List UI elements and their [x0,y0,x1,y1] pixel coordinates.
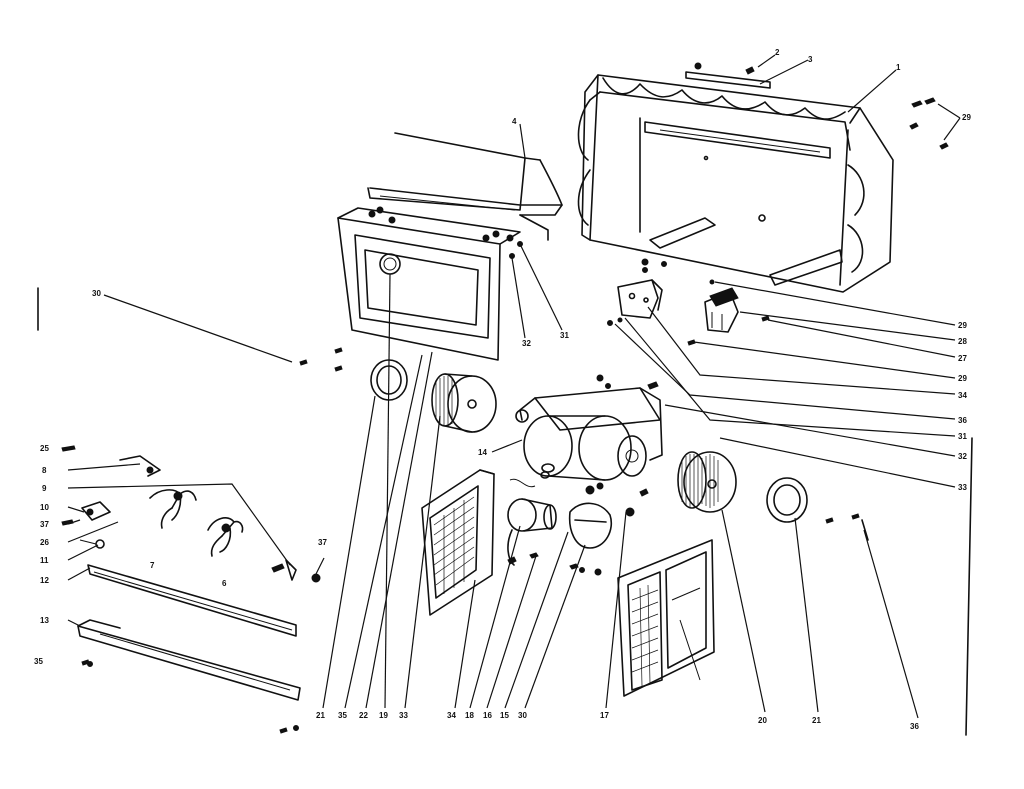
callout-14: 14 [478,448,487,457]
screws-right [687,279,770,346]
control-panel [337,206,523,361]
callout-15-bottom: 15 [500,711,509,720]
callout-26: 26 [40,538,49,547]
blower-wheel-right [677,451,737,513]
callout-19-bottom: 19 [379,711,388,720]
callout-30-bottom: 30 [518,711,527,720]
callout-10: 10 [40,503,49,512]
callout-3: 3 [808,55,813,64]
callout-37-left: 37 [40,520,49,529]
callout-8: 8 [42,466,47,475]
blower-motor-assembly [509,374,663,488]
rail-part-12 [87,564,297,637]
capacitor [507,498,557,566]
screws-bottom-right [825,513,869,541]
switch-part-28 [704,287,739,333]
callout-30-left: 30 [92,289,101,298]
small-hardware-left [61,445,321,583]
callout-35-left: 35 [34,657,43,666]
callout-27-right: 27 [958,354,967,363]
callout-18-bottom: 18 [465,711,474,720]
callout-32-right: 32 [958,452,967,461]
callout-31-right: 31 [958,432,967,441]
callout-32-mid: 32 [522,339,531,348]
screws-part-29 [909,97,949,150]
bracket-part-34 [607,258,667,326]
callout-28-right: 28 [958,337,967,346]
rail-part-13 [77,619,301,734]
grille-right [617,539,715,697]
callout-22-bottom: 22 [359,711,368,720]
callout-25: 25 [40,444,49,453]
grille-left [421,469,495,616]
callout-12: 12 [40,576,49,585]
callout-37-middle: 37 [318,538,327,547]
border-mark-right [965,437,973,736]
callout-6: 6 [222,579,227,588]
callout-13: 13 [40,616,49,625]
callout-9: 9 [42,484,47,493]
callout-21-bottom-right: 21 [812,716,821,725]
ring-right [766,477,808,523]
callout-1: 1 [896,63,901,72]
callout-29-right-2: 29 [958,374,967,383]
callout-36-right: 36 [958,416,967,425]
callout-33-bottom: 33 [399,711,408,720]
callout-2: 2 [775,48,780,57]
callout-29-right-1: 29 [958,321,967,330]
cabinet-housing [577,62,894,293]
callout-34-right: 34 [958,391,967,400]
callout-4: 4 [512,117,517,126]
callout-17-bottom: 17 [600,711,609,720]
callout-11: 11 [40,556,49,565]
motor-mount [568,482,649,576]
leader-lines [62,54,961,719]
blower-wheel-left [431,373,497,433]
callout-7: 7 [150,561,155,570]
callout-31-mid: 31 [560,331,569,340]
callout-35-bottom: 35 [338,711,347,720]
screws-part-30 [299,347,343,372]
callout-20-bottom: 20 [758,716,767,725]
callout-16-bottom: 16 [483,711,492,720]
callout-labels: 1 2 3 29 4 30 32 31 29 28 27 29 34 36 31… [34,48,971,731]
callout-21-bottom: 21 [316,711,325,720]
top-panel [367,132,563,241]
callout-33-right: 33 [958,483,967,492]
control-knobs [149,489,244,557]
callout-29-top: 29 [962,113,971,122]
callout-36-bottom-right: 36 [910,722,919,731]
callout-34-bottom: 34 [447,711,456,720]
